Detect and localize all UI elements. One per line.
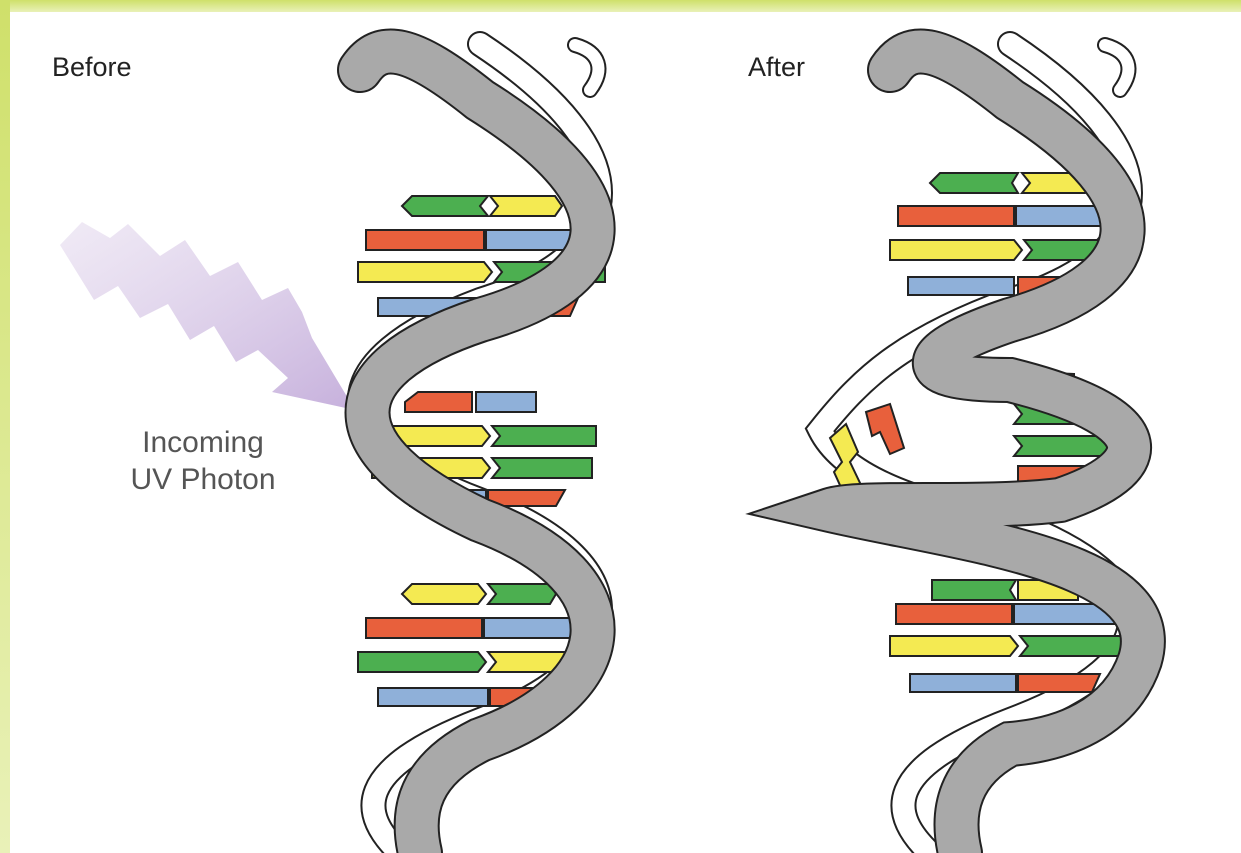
top-frame-bar [0, 0, 1241, 12]
dna-helix-before [358, 44, 605, 853]
before-label: Before [52, 52, 132, 83]
uv-caption-line1: Incoming [108, 424, 298, 461]
dna-helix-after [820, 44, 1143, 853]
uv-caption-line2: UV Photon [108, 461, 298, 498]
uv-photon-caption: Incoming UV Photon [108, 424, 298, 498]
left-frame-bar [0, 0, 10, 853]
uv-photon-arrow [60, 222, 355, 410]
after-label: After [748, 52, 805, 83]
